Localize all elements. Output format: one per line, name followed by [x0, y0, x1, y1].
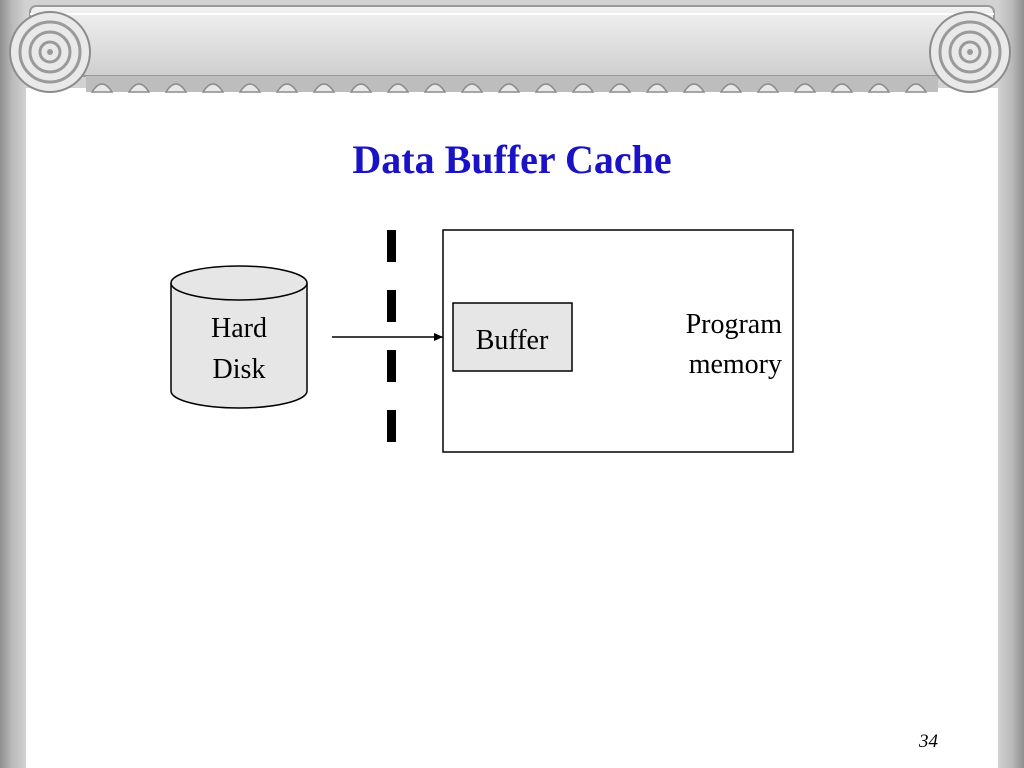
hard-disk-cylinder: Hard Disk [170, 265, 308, 409]
dashed-boundary-line [387, 230, 396, 442]
spiral-volute-icon [929, 11, 1011, 93]
buffer-box [452, 302, 573, 372]
hard-disk-label-line1: Hard [211, 313, 267, 344]
buffer-label: Buffer [476, 325, 549, 356]
ionic-column-capital [9, 5, 1011, 93]
hard-disk-label-line2: Disk [213, 354, 266, 385]
slide-title: Data Buffer Cache [352, 137, 672, 182]
program-memory-label-line2: memory [689, 349, 782, 380]
page-number: 34 [919, 731, 938, 752]
spiral-volute-icon [9, 11, 91, 93]
program-memory-label-line1: Program [686, 309, 783, 340]
